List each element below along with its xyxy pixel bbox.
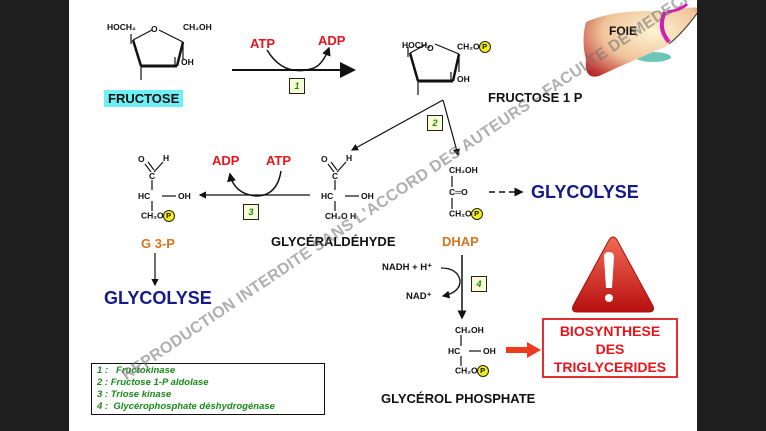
legend-num: 2 :	[97, 377, 109, 388]
g3p-hc: HC	[138, 191, 151, 201]
slide: HOCH₂ O CH₂OH OH FRUCTOSE ATP ADP 1 HOCH…	[69, 0, 697, 431]
legend-item: 1 : Fructokinase	[97, 365, 319, 377]
biosynthese-line2: DES	[595, 341, 625, 357]
dhap-ch2o-text: CH₂O	[449, 208, 472, 219]
fructose-label: FRUCTOSE	[104, 90, 184, 107]
step-4-badge: 4	[471, 276, 487, 292]
g3p-skeleton	[144, 161, 176, 211]
glycerol-phosphate-skeleton	[460, 335, 481, 366]
glyceraldehyde-h: H	[346, 153, 353, 163]
legend-item: 2 : Fructose 1-P aldolase	[97, 377, 319, 389]
fructose-1p-ch2o-text: CH₂O	[457, 41, 480, 52]
glyceraldehyde-skeleton	[327, 161, 359, 211]
dhap-c-o: C═O	[449, 187, 468, 197]
glycerol-phosphate-oh: OH	[483, 346, 496, 356]
legend-enzyme: Triose kinase	[110, 389, 172, 400]
reaction2-arrows	[350, 99, 460, 157]
glycolyse-left-label: GLYCOLYSE	[104, 288, 212, 308]
biosynthese-box: BIOSYNTHESE DES TRIGLYCERIDES	[542, 318, 678, 378]
diagram-lines	[130, 2, 697, 366]
glyceraldehyde-ch2oh: CH₂O H	[325, 211, 357, 221]
legend-enzyme: Glycérophosphate déshydrogénase	[113, 401, 275, 412]
reaction1-atp: ATP	[250, 36, 276, 51]
dhap-label: DHAP	[442, 234, 479, 249]
glycerol-phosphate-hc: HC	[448, 346, 461, 356]
legend-enzyme: Fructose 1-P aldolase	[110, 377, 209, 388]
reaction3-adp: ADP	[212, 153, 240, 168]
legend-item: 3 : Triose kinase	[97, 389, 319, 401]
fructose-1p-hoch2: HOCH₂	[402, 40, 431, 50]
g3p-c: C	[149, 171, 156, 181]
step-2-badge: 2	[427, 115, 443, 131]
phosphate-icon: P	[476, 365, 489, 377]
biosynthese-line1: BIOSYNTHESE	[559, 323, 661, 339]
phosphate-icon: P	[478, 41, 491, 53]
biosynthese-line3: TRIGLYCERIDES	[553, 359, 667, 375]
legend-num: 1 :	[97, 365, 109, 376]
glyceraldehyde-o: O	[321, 154, 328, 164]
legend-item: 4 : Glycérophosphate déshydrogénase	[97, 401, 319, 413]
g3p-label: G 3-P	[141, 236, 175, 251]
fructose-1p-label: FRUCTOSE 1 P	[488, 90, 583, 105]
glyceraldehyde-c: C	[332, 171, 339, 181]
glycerol-phosphate-label: GLYCÉROL PHOSPHATE	[381, 391, 536, 406]
fructose-name: FRUCTOSE	[104, 90, 184, 107]
reaction3-arrow	[198, 170, 310, 199]
g3p-o: O	[138, 154, 145, 164]
glycolyse-right-label: GLYCOLYSE	[531, 182, 639, 202]
glycerol-phosphate-ch2o-text: CH₂O	[455, 365, 478, 376]
g3p-h: H	[163, 153, 170, 163]
fructose-ring	[130, 29, 185, 80]
fructose-ring-oxygen: O	[151, 24, 158, 34]
phosphate-icon: P	[162, 210, 175, 222]
reaction3-atp: ATP	[266, 153, 292, 168]
reaction1-arrow	[232, 46, 356, 78]
fructose-1p-ring-oxygen: O	[427, 43, 434, 53]
legend-num: 3 :	[97, 389, 109, 400]
dhap-ch2oh: CH₂OH	[449, 165, 478, 175]
g3p-ch2o-text: CH₂O	[141, 210, 164, 221]
reaction1-adp: ADP	[318, 33, 346, 48]
phosphate-icon: P	[470, 208, 483, 220]
reaction4-nad: NAD⁺	[406, 291, 432, 302]
fructose-1p-ring	[407, 43, 461, 95]
step-3-badge: 3	[243, 204, 259, 220]
legend-num: 4 :	[97, 401, 109, 412]
liver-illustration	[583, 2, 697, 77]
g3p-oh: OH	[178, 191, 191, 201]
reaction4-arrow	[440, 255, 467, 320]
glyceraldehyde-hc: HC	[321, 191, 334, 201]
fructose-1p-oh: OH	[457, 74, 470, 84]
step-1-badge: 1	[289, 78, 305, 94]
warning-icon	[572, 236, 654, 313]
fructose-oh: OH	[181, 57, 194, 67]
liver-label: FOIE	[609, 24, 638, 38]
legend-enzyme: Fructokinase	[116, 365, 176, 376]
fructose-ch2oh: CH₂OH	[183, 22, 212, 32]
glyceraldehyde-label: GLYCÉRALDÉHYDE	[271, 234, 396, 249]
fructose-hoch2: HOCH₂	[107, 22, 136, 32]
reaction4-nadh: NADH + H⁺	[382, 262, 433, 273]
red-arrow-to-biosynthese	[506, 342, 541, 358]
glyceraldehyde-oh: OH	[361, 191, 374, 201]
enzyme-legend: 1 : Fructokinase 2 : Fructose 1-P aldola…	[91, 363, 325, 415]
glycerol-phosphate-ch2oh: CH₂OH	[455, 325, 484, 335]
